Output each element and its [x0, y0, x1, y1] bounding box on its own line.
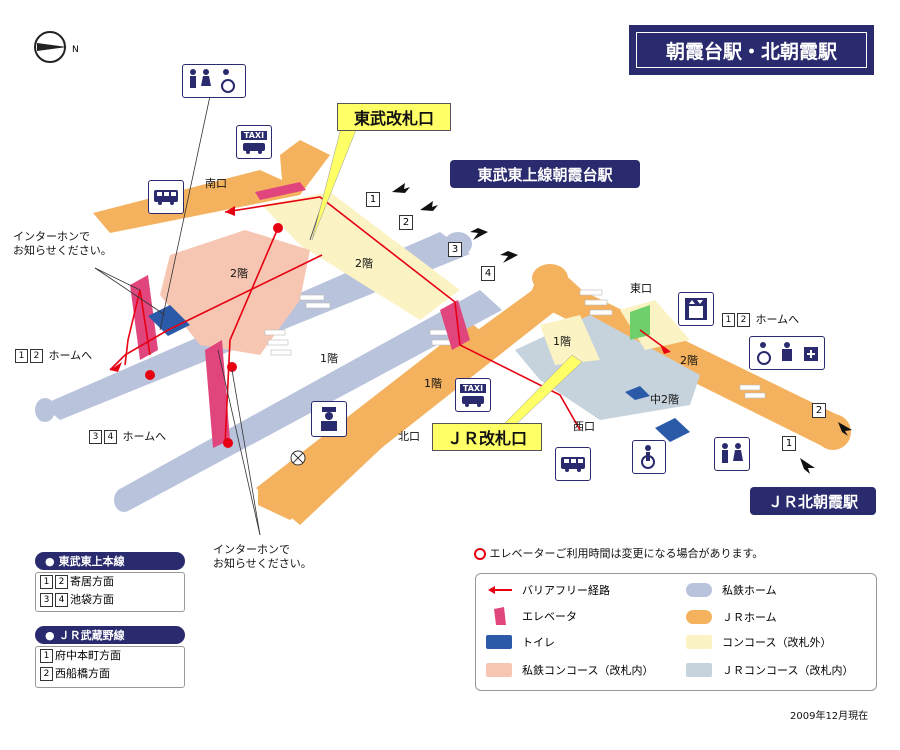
police-box-icon	[311, 401, 347, 437]
intercom-note: インターホンで お知らせください。	[13, 230, 112, 257]
legend-elevator: エレベータ	[486, 607, 577, 625]
floor-label: 1階	[424, 377, 442, 390]
exit-number: 4	[481, 266, 495, 281]
intercom-note: インターホンで お知らせください。	[213, 543, 312, 570]
exit-number: 1	[782, 436, 796, 451]
compass-icon	[34, 31, 67, 63]
legend-barrier-free: バリアフリー経路	[486, 582, 610, 598]
elevator-notice: エレベーターご利用時間は変更になる場合があります。	[474, 545, 763, 561]
floor-label: 1階	[320, 352, 338, 365]
line-legend-jr-head: ● ＪＲ武蔵野線	[35, 626, 185, 644]
restroom-icon	[714, 437, 750, 471]
south-exit-label: 南口	[205, 177, 227, 190]
floor-label: 2階	[680, 354, 698, 367]
wheelchair-icon	[632, 440, 666, 474]
private-concourse	[160, 230, 310, 355]
exit-number: 3	[448, 242, 462, 257]
bus-icon	[555, 447, 591, 481]
legend-jr-concourse: ＪＲコンコース（改札内）	[686, 662, 853, 678]
police-box-marker	[290, 450, 306, 466]
title-box: 朝霞台駅・北朝霞駅	[629, 25, 874, 75]
toilet-area-1	[148, 305, 190, 336]
exit-number: 1	[366, 192, 380, 207]
east-exit-label: 東口	[630, 282, 652, 295]
restroom-icon	[182, 64, 246, 98]
tobu-station-label: 東武東上線朝霞台駅	[450, 160, 640, 188]
jr-gate-label: ＪＲ改札口	[432, 423, 542, 451]
legend-jr-platform: ＪＲホーム	[686, 609, 777, 625]
floor-label: 1階	[553, 335, 571, 348]
legend-toilet: トイレ	[486, 634, 555, 650]
taxi-icon: TAXI	[236, 125, 272, 159]
exit-number: 2	[399, 215, 413, 230]
jr-station-label: ＪＲ北朝霞駅	[750, 487, 876, 515]
compass-label: N	[72, 45, 79, 55]
west-exit-label: 西口	[573, 420, 595, 433]
legend-private-concourse: 私鉄コンコース（改札内）	[486, 662, 653, 678]
baby-care-icon	[749, 336, 825, 370]
floor-label: 2階	[230, 267, 248, 280]
legend-private-platform: 私鉄ホーム	[686, 582, 777, 598]
legend-concourse-outside: コンコース（改札外）	[686, 634, 831, 650]
toilet-area-2	[655, 418, 690, 442]
floor-label: 2階	[355, 257, 373, 270]
map-legend: バリアフリー経路 エレベータ トイレ 私鉄コンコース（改札内） 私鉄ホーム ＪＲ…	[475, 573, 877, 691]
tobu-platform-2	[118, 290, 502, 510]
line-legend-tobu-head: ● 東武東上本線	[35, 552, 185, 570]
taxi-icon: TAXI	[455, 378, 491, 412]
north-exit-label: 北口	[398, 430, 420, 443]
exit-number: 2	[812, 403, 826, 418]
barrier-free-route	[109, 196, 671, 446]
floor-label: 中2階	[650, 393, 679, 406]
concourse-outside	[262, 192, 460, 320]
elevator-icon	[678, 292, 714, 326]
tobu-gate-label: 東武改札口	[337, 103, 451, 131]
page-title: 朝霞台駅・北朝霞駅	[636, 32, 867, 68]
bus-icon	[148, 180, 184, 214]
date-note: 2009年12月現在	[790, 711, 869, 722]
